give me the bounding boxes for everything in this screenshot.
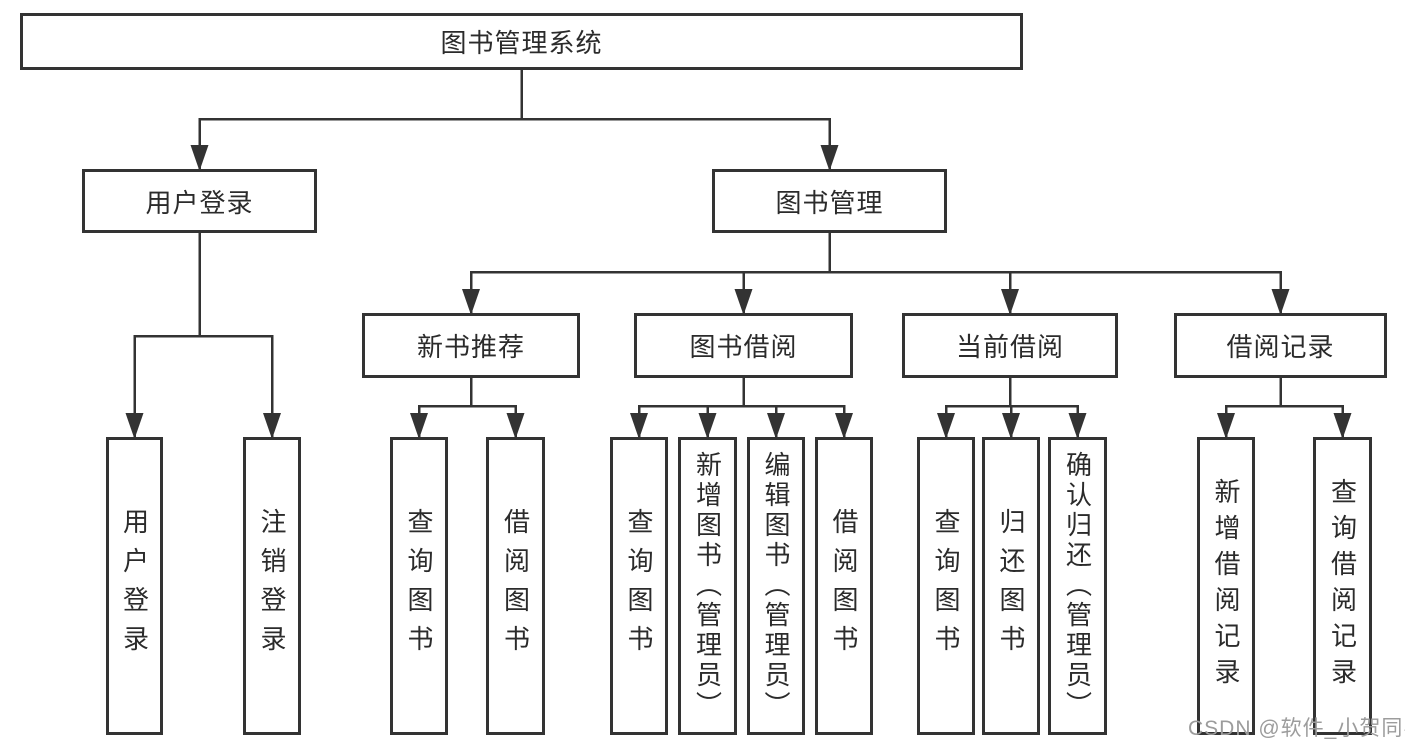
node-label: 图书管理系统 [440,28,603,58]
node-label: 编辑图书（管理员） [761,451,791,721]
arrowhead-down-icon [1001,289,1019,315]
node-label: 确认归还（管理员） [1062,451,1093,721]
node-label: 借阅记录 [1226,332,1335,362]
arrowhead-down-icon [1217,413,1235,439]
node-leaf-add-record: 新增借阅记录 [1197,437,1255,735]
node-leaf-add-book: 新增图书（管理员） [678,437,737,735]
node-root: 图书管理系统 [20,13,1023,70]
node-leaf-borrow-book-2: 借阅图书 [815,437,873,735]
arrowhead-down-icon [1271,289,1290,315]
node-label: 新书推荐 [416,332,525,362]
arrowhead-down-icon [1068,413,1087,439]
node-leaf-user-login: 用户登录 [106,437,163,735]
arrowhead-down-icon [698,413,717,439]
arrowhead-down-icon [835,413,853,439]
node-label: 新增借阅记录 [1211,478,1241,694]
arrowhead-down-icon [125,413,144,439]
node-label: 图书借阅 [689,332,798,362]
node-label: 查询图书 [931,508,961,664]
arrowhead-down-icon [767,413,785,439]
arrowhead-down-icon [734,289,753,315]
node-label: 注销登录 [257,508,287,664]
node-label: 查询图书 [404,508,434,664]
node-label: 查询借阅记录 [1327,478,1358,694]
arrowhead-down-icon [506,413,525,439]
node-label: 当前借阅 [955,332,1064,362]
node-label: 借阅图书 [829,508,859,664]
node-leaf-query-book-1: 查询图书 [390,437,448,735]
arrowhead-down-icon [937,413,955,439]
arrowhead-down-icon [410,413,428,439]
node-label: 新增图书（管理员） [692,451,723,721]
node-borrow-records: 借阅记录 [1174,313,1387,378]
node-label: 归还图书 [996,508,1026,664]
node-leaf-confirm-return: 确认归还（管理员） [1048,437,1107,735]
node-leaf-borrow-book-1: 借阅图书 [486,437,545,735]
node-label: 查询图书 [624,508,654,664]
arrowhead-down-icon [630,413,648,439]
node-new-book-rec: 新书推荐 [362,313,580,378]
node-leaf-query-book-2: 查询图书 [610,437,668,735]
arrowhead-down-icon [462,289,480,315]
node-leaf-edit-book: 编辑图书（管理员） [747,437,805,735]
node-leaf-logout: 注销登录 [243,437,301,735]
node-book-mgmt: 图书管理 [712,169,947,233]
node-current-borrow: 当前借阅 [902,313,1118,378]
connector-path [133,70,1344,438]
node-leaf-query-book-3: 查询图书 [917,437,975,735]
arrowhead-down-icon [820,145,839,171]
node-book-borrow: 图书借阅 [634,313,853,378]
node-leaf-return-book: 归还图书 [982,437,1040,735]
arrowhead-down-icon [1002,413,1020,439]
watermark: CSDN @软件_小贺同学 [1188,717,1405,740]
node-label: 借阅图书 [500,508,531,664]
arrowhead-down-icon [263,413,281,439]
arrowhead-down-icon [190,145,209,171]
node-label: 用户登录 [119,508,150,664]
node-label: 用户登录 [145,187,254,218]
node-leaf-query-record: 查询借阅记录 [1313,437,1372,735]
arrowhead-down-icon [1333,413,1352,439]
node-label: 图书管理 [775,187,884,218]
node-user-login-group: 用户登录 [82,169,317,233]
